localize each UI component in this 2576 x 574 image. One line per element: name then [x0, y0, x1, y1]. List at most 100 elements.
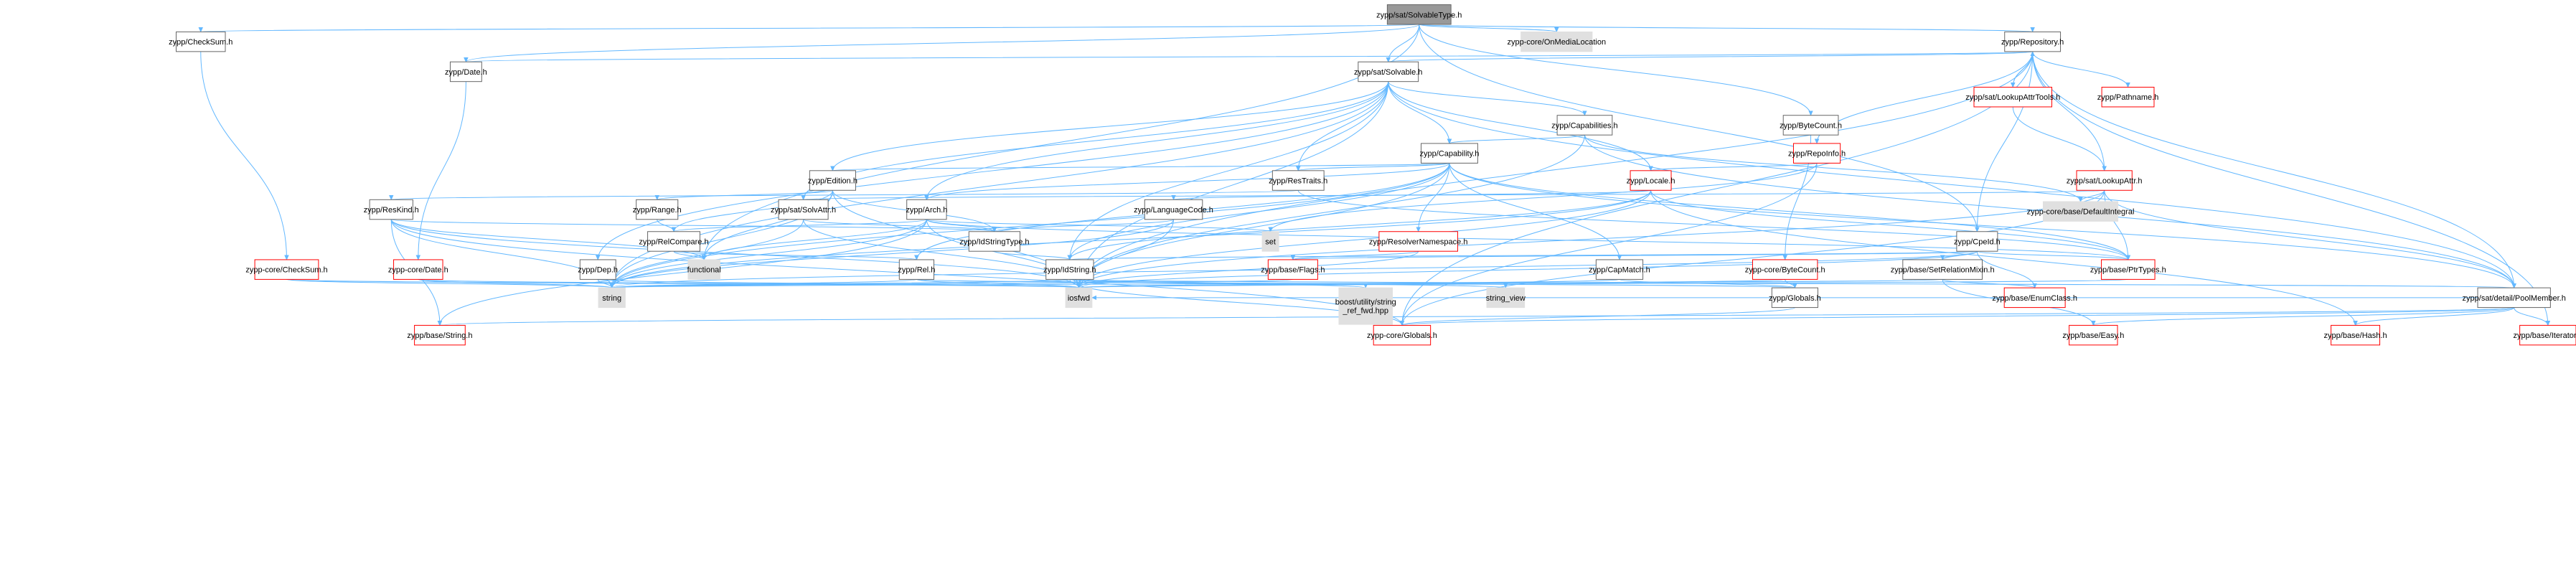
- node-box-enumclass: [2003, 287, 2066, 309]
- node-globals[interactable]: zypp/Globals.h: [1769, 287, 1821, 309]
- edge-restraits-to-ptrtypes: [1297, 190, 2128, 260]
- node-idstringtype[interactable]: zypp/IdStringType.h: [959, 231, 1030, 252]
- node-box-pathname: [2101, 87, 2155, 108]
- node-box-arch: [906, 199, 947, 220]
- edge-setrelationmixin-to-string: [612, 278, 1943, 288]
- node-pathname[interactable]: zypp/Pathname.h: [2097, 87, 2159, 108]
- edge-repository-to-pathname: [2032, 51, 2128, 88]
- node-solvable[interactable]: zypp/sat/Solvable.h: [1354, 61, 1422, 83]
- node-poolmember[interactable]: zypp/sat/detail/PoolMember.h: [2463, 287, 2566, 309]
- node-bytecount[interactable]: zypp/ByteCount.h: [1780, 115, 1842, 136]
- node-resolvernamespace[interactable]: zypp/ResolverNamespace.h: [1369, 231, 1468, 252]
- node-setrelationmixin[interactable]: zypp/base/SetRelationMixin.h: [1891, 259, 1995, 280]
- node-label-lookupattrtools: zypp/sat/LookupAttrTools.h: [1965, 93, 2060, 102]
- node-baseeasy[interactable]: zypp/base/Easy.h: [2062, 324, 2124, 346]
- node-enumclass[interactable]: zypp/base/EnumClass.h: [1992, 287, 2077, 309]
- node-box-corebytecount: [1752, 259, 1818, 280]
- node-rel[interactable]: zypp/Rel.h: [898, 259, 935, 280]
- node-lookupattr[interactable]: zypp/sat/LookupAttr.h: [2067, 170, 2143, 191]
- edge-arch-to-functional: [704, 219, 927, 260]
- edge-arch-to-ptrtypes: [926, 219, 2128, 260]
- node-root[interactable]: zypp/sat/SolvableType.h: [1376, 4, 1462, 25]
- edge-lookupattrtools-to-lookupattr: [2012, 106, 2104, 171]
- edge-idstring-to-string: [612, 278, 1071, 288]
- node-string: string: [598, 287, 626, 309]
- node-coreglobals[interactable]: zypp-core/Globals.h: [1367, 324, 1437, 346]
- node-box-coredate: [393, 259, 443, 280]
- node-baseflags[interactable]: zypp/base/Flags.h: [1261, 259, 1325, 280]
- node-label-poolmember: zypp/sat/detail/PoolMember.h: [2463, 294, 2566, 303]
- node-capabilities[interactable]: zypp/Capabilities.h: [1551, 115, 1618, 136]
- node-label-locale: zypp/Locale.h: [1627, 177, 1675, 186]
- node-edition[interactable]: zypp/Edition.h: [808, 170, 857, 191]
- edge-date-to-coredate: [418, 81, 466, 260]
- edge-root-to-checksum: [201, 24, 1420, 32]
- node-reskind[interactable]: zypp/ResKind.h: [364, 199, 419, 220]
- node-label-languagecode: zypp/LanguageCode.h: [1134, 206, 1213, 215]
- node-idstring[interactable]: zypp/IdString.h: [1043, 259, 1096, 280]
- edge-locale-to-string: [612, 190, 1652, 288]
- node-lookupattrtools[interactable]: zypp/sat/LookupAttrTools.h: [1965, 87, 2060, 108]
- node-ptrtypes[interactable]: zypp/base/PtrTypes.h: [2090, 259, 2166, 280]
- edge-root-to-functional: [704, 24, 1420, 260]
- node-label-repository: zypp/Repository.h: [2001, 38, 2064, 47]
- edge-solvable-to-poolmember: [1388, 81, 2514, 288]
- node-label-functional: functional: [687, 266, 721, 275]
- node-capmatch[interactable]: zypp/CapMatch.h: [1589, 259, 1650, 280]
- node-box-capability: [1421, 143, 1478, 164]
- node-box-root: [1386, 4, 1452, 25]
- node-label-reskind: zypp/ResKind.h: [364, 206, 419, 215]
- node-label-defaultintegral: zypp-core/base/DefaultIntegral: [2027, 208, 2135, 217]
- edge-arch-to-idstringtype: [926, 219, 995, 232]
- node-box-coreglobals: [1373, 324, 1432, 346]
- node-corechecksum[interactable]: zypp-core/CheckSum.h: [245, 259, 328, 280]
- node-label-basehash: zypp/base/Hash.h: [2324, 331, 2387, 340]
- node-coredate[interactable]: zypp-core/Date.h: [388, 259, 448, 280]
- node-label-repoinfo: zypp/RepoInfo.h: [1788, 150, 1846, 159]
- node-cpeid[interactable]: zypp/CpeId.h: [1954, 231, 2001, 252]
- node-checksum[interactable]: zypp/CheckSum.h: [169, 31, 232, 52]
- edge-capabilities-to-defaultintegral: [1584, 135, 2080, 202]
- node-languagecode[interactable]: zypp/LanguageCode.h: [1134, 199, 1213, 220]
- edge-reskind-to-coreglobals: [390, 219, 1402, 326]
- node-label-arch: zypp/Arch.h: [906, 206, 947, 215]
- edge-languagecode-to-idstringtype: [995, 219, 1175, 232]
- node-label-baseiterator: zypp/base/Iterator.h: [2514, 331, 2576, 340]
- node-arch[interactable]: zypp/Arch.h: [906, 199, 947, 220]
- edge-solvable-to-arch: [926, 81, 1389, 200]
- node-relcompare[interactable]: zypp/RelCompare.h: [639, 231, 709, 252]
- edge-ptrtypes-to-iosfwd: [1078, 278, 2129, 288]
- node-onmedia: zypp-core/OnMediaLocation: [1508, 31, 1606, 52]
- node-range[interactable]: zypp/Range.h: [633, 199, 682, 220]
- node-repository[interactable]: zypp/Repository.h: [2001, 31, 2064, 52]
- node-date[interactable]: zypp/Date.h: [445, 61, 487, 83]
- node-box-lookupattr: [2076, 170, 2133, 191]
- node-box-corechecksum: [254, 259, 319, 280]
- node-dep[interactable]: zypp/Dep.h: [578, 259, 618, 280]
- node-label-capability: zypp/Capability.h: [1419, 150, 1479, 159]
- node-baseiterator[interactable]: zypp/base/Iterator.h: [2514, 324, 2576, 346]
- node-box-baseflags: [1267, 259, 1318, 280]
- node-locale[interactable]: zypp/Locale.h: [1627, 170, 1675, 191]
- node-box-range: [636, 199, 679, 220]
- node-capability[interactable]: zypp/Capability.h: [1419, 143, 1479, 164]
- node-solvattr[interactable]: zypp/sat/SolvAttr.h: [771, 199, 836, 220]
- node-box-idstringtype: [968, 231, 1021, 252]
- node-basestring[interactable]: zypp/base/String.h: [407, 324, 473, 346]
- node-label-dep: zypp/Dep.h: [578, 266, 618, 275]
- node-repoinfo[interactable]: zypp/RepoInfo.h: [1788, 143, 1846, 164]
- edge-poolmember-to-basestring: [440, 307, 2515, 326]
- edge-root-to-repository: [1419, 24, 2033, 32]
- edge-solvable-to-locale: [1388, 81, 1651, 171]
- node-defaultintegral: zypp-core/base/DefaultIntegral: [2027, 201, 2135, 222]
- node-label-stringview: string_view: [1486, 294, 1526, 303]
- edge-cpeid-to-enumclass: [1976, 251, 2034, 288]
- node-box-poolmember: [2477, 287, 2551, 309]
- node-restraits[interactable]: zypp/ResTraits.h: [1269, 170, 1327, 191]
- node-corebytecount[interactable]: zypp-core/ByteCount.h: [1745, 259, 1825, 280]
- node-label-date: zypp/Date.h: [445, 68, 487, 77]
- edge-repository-to-lookupattr: [2032, 51, 2105, 171]
- edge-lookupattr-to-poolmember: [2104, 190, 2514, 288]
- node-box-set: [1261, 231, 1279, 252]
- node-basehash[interactable]: zypp/base/Hash.h: [2324, 324, 2387, 346]
